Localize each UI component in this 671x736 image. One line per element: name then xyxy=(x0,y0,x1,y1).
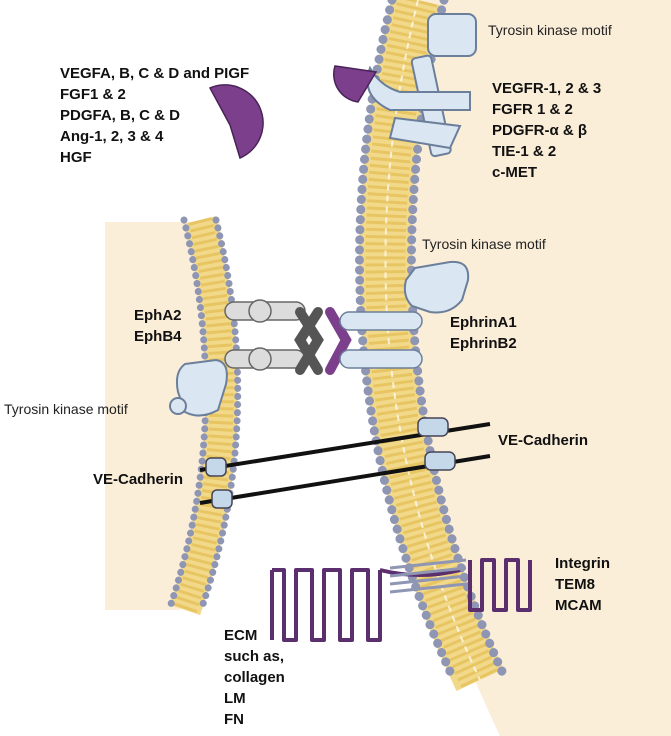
ecm-strand-icon xyxy=(270,568,382,642)
eph-label: EphA2 xyxy=(134,307,182,324)
eph-receptor-labels: EphA2 EphB4 xyxy=(134,305,182,347)
ve-cadherin-left-label: VE-Cadherin xyxy=(93,471,184,488)
receptor-item: c-MET xyxy=(492,164,537,181)
free-ligand-icon xyxy=(208,84,264,160)
tyrosin-motif-left-label: Tyrosin kinase motif xyxy=(4,401,128,417)
ecm-label: ECM xyxy=(224,627,258,644)
receptor-item: PDGFR-α & β xyxy=(492,122,588,139)
eph-receptor-left xyxy=(224,299,306,371)
left-cell-membrane xyxy=(165,216,242,616)
eph-label: EphB4 xyxy=(134,328,182,345)
eph-dimer-dark xyxy=(294,307,324,375)
tyrosin-kinase-domain-left xyxy=(169,358,228,417)
integrin-label: MCAM xyxy=(555,597,602,614)
ligand-item: VEGFA, B, C & D and PIGF xyxy=(60,65,250,82)
ephrin-label: EphrinB2 xyxy=(450,335,517,352)
ve-cadherin-junction xyxy=(199,417,491,509)
integrin-icon xyxy=(468,558,532,612)
ligand-item: Ang-1, 2, 3 & 4 xyxy=(60,128,164,145)
bound-ligand-icon xyxy=(333,65,378,103)
receptor-list: VEGFR-1, 2 & 3 FGFR 1 & 2 PDGFR-α & β TI… xyxy=(492,78,601,183)
ecm-label: FN xyxy=(224,711,244,728)
integrin-labels: Integrin TEM8 MCAM xyxy=(555,553,610,616)
ephrin-label: EphrinA1 xyxy=(450,314,517,331)
ligand-list: VEGFA, B, C & D and PIGF FGF1 & 2 PDGFA,… xyxy=(60,63,249,168)
ligand-item: FGF1 & 2 xyxy=(60,86,126,103)
ligand-item: HGF xyxy=(60,149,92,166)
tyrosin-kinase-domain-right xyxy=(403,260,470,314)
ephrin-labels: EphrinA1 EphrinB2 xyxy=(450,312,517,354)
integrin-label: TEM8 xyxy=(555,576,596,593)
ecm-label: LM xyxy=(224,690,246,707)
ecm-link xyxy=(379,568,461,577)
integrin-helix xyxy=(389,558,467,594)
receptor-item: FGFR 1 & 2 xyxy=(492,101,573,118)
receptor-item: VEGFR-1, 2 & 3 xyxy=(492,80,602,97)
ecm-label: such as, xyxy=(224,648,285,665)
integrin-label: Integrin xyxy=(555,555,610,572)
growth-factor-receptor xyxy=(366,13,477,158)
tyrosin-motif-mid-label: Tyrosin kinase motif xyxy=(422,236,546,252)
ligand-item: PDGFA, B, C & D xyxy=(60,107,181,124)
receptor-item: TIE-1 & 2 xyxy=(492,143,557,160)
ephrin-ligand-right xyxy=(325,307,423,375)
ecm-labels: ECM such as, collagen LM FN xyxy=(224,625,285,730)
ve-cadherin-right-label: VE-Cadherin xyxy=(498,432,589,449)
tyrosin-motif-top-label: Tyrosin kinase motif xyxy=(488,22,612,38)
ecm-label: collagen xyxy=(224,669,285,686)
